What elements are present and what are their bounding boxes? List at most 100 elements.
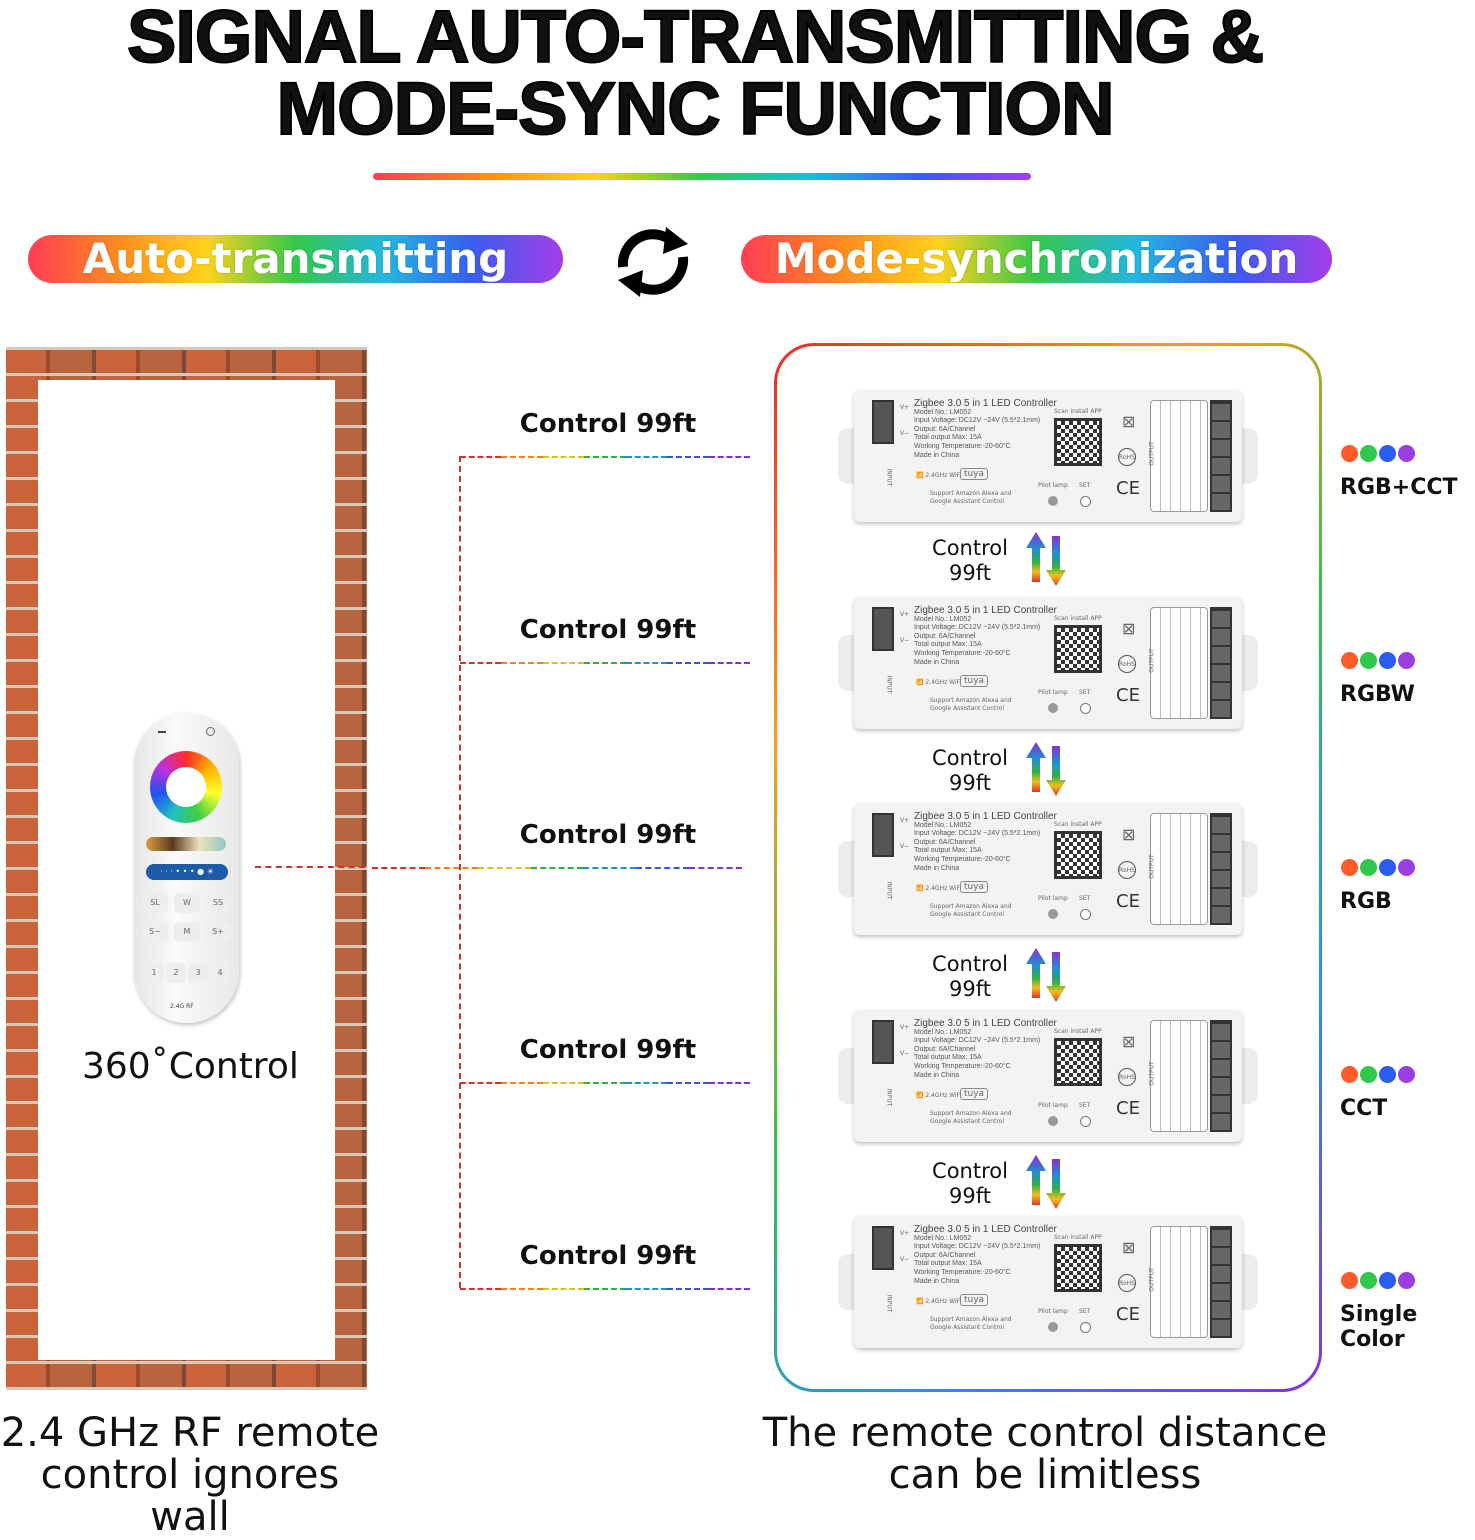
led-controller: V+ V− INPUT Zigbee 3.0 5 in 1 LED Contro…: [838, 597, 1258, 729]
pilot-lamp: [1048, 1322, 1058, 1332]
pilot-lamp: [1048, 703, 1058, 713]
up-down-arrows-icon: [1026, 948, 1066, 1002]
set-button: [1080, 1322, 1091, 1333]
remote-button: W: [174, 893, 200, 913]
weee-icon: ⊠: [1122, 1238, 1136, 1257]
signal-line-segment: [667, 662, 709, 664]
range-label: Control 99ft: [519, 820, 697, 850]
signal-line-segment: [542, 1288, 585, 1290]
cct-slider: [146, 837, 226, 851]
signal-line-segment: [584, 1082, 626, 1084]
title-line-2: MODE-SYNC FUNCTION: [275, 67, 1115, 150]
360-control-label: 360˚Control: [82, 1046, 299, 1087]
rf-badge: 2.4G RF: [170, 1003, 194, 1010]
output-table: [1150, 400, 1208, 512]
qr-code: [1054, 418, 1102, 466]
signal-line-segment: [708, 456, 750, 458]
tuya-logo: tuya: [960, 468, 989, 480]
remote-button: SS: [205, 893, 231, 913]
ce-mark: CE: [1116, 685, 1140, 706]
color-dots-icon: [1341, 652, 1421, 670]
rotate-arrows-icon: [608, 222, 698, 302]
output-table: [1150, 1020, 1208, 1132]
mode-sync-pill: Mode-synchronization: [741, 235, 1332, 283]
input-terminal: [872, 607, 894, 651]
signal-line-segment: [636, 867, 690, 869]
input-terminal: [872, 400, 894, 444]
left-caption-line-1: 2.4 GHz RF remote: [0, 1410, 380, 1456]
input-terminal: [872, 1020, 894, 1064]
mode-label: RGB+CCT: [1340, 475, 1458, 500]
up-down-arrows-icon: [1026, 1155, 1066, 1209]
input-terminal: [872, 813, 894, 857]
qr-code: [1054, 1038, 1102, 1086]
signal-line-segment: [708, 662, 750, 664]
rohs-icon: RoHS: [1118, 1274, 1136, 1292]
rohs-icon: RoHS: [1118, 1068, 1136, 1086]
zone-button: 4: [210, 963, 230, 983]
output-table: [1150, 1226, 1208, 1338]
remote-button: M: [174, 922, 200, 942]
remote-button: SL: [142, 893, 168, 913]
color-dots-icon: [1341, 859, 1421, 877]
signal-line-segment: [530, 867, 584, 869]
up-down-arrows-icon: [1026, 532, 1066, 586]
range-label: Control 99ft: [519, 409, 697, 439]
qr-code: [1054, 1244, 1102, 1292]
signal-line-segment: [667, 1082, 709, 1084]
tuya-logo: tuya: [960, 881, 989, 893]
zone-button: 1: [144, 963, 164, 983]
signal-line-segment: [584, 456, 626, 458]
right-caption-line-2: can be limitless: [888, 1452, 1202, 1498]
qr-code: [1054, 625, 1102, 673]
signal-line-segment: [689, 867, 742, 869]
signal-line-segment: [542, 662, 585, 664]
output-table: [1150, 813, 1208, 925]
pilot-lamp: [1048, 496, 1058, 506]
signal-line-segment: [460, 662, 502, 664]
rohs-icon: RoHS: [1118, 655, 1136, 673]
range-label: Control 99ft: [519, 1241, 697, 1271]
output-table: [1150, 607, 1208, 719]
signal-line-segment: [584, 662, 626, 664]
ce-mark: CE: [1116, 1098, 1140, 1119]
right-caption-line-1: The remote control distance: [762, 1410, 1328, 1456]
mode-label: CCT: [1340, 1096, 1388, 1121]
up-down-arrows-icon: [1026, 742, 1066, 796]
auto-transmitting-pill: Auto-transmitting: [28, 235, 563, 283]
signal-line-segment: [501, 1288, 543, 1290]
signal-line-segment: [625, 1288, 668, 1290]
wifi-icon: 📶 2.4GHz WiFi: [916, 679, 962, 686]
signal-line-segment: [625, 662, 668, 664]
signal-line-segment: [424, 867, 478, 869]
signal-line-segment: [625, 456, 668, 458]
signal-line-segment: [501, 662, 543, 664]
signal-line-segment: [542, 1082, 585, 1084]
wifi-icon: 📶 2.4GHz WiFi: [916, 472, 962, 479]
title-underline: [373, 173, 1031, 180]
led-controller: V+ V− INPUT Zigbee 3.0 5 in 1 LED Contro…: [838, 1216, 1258, 1348]
remote-signal-line: [255, 866, 365, 868]
minus-mark: [158, 731, 166, 733]
signal-line-segment: [708, 1082, 750, 1084]
signal-line-segment: [625, 1082, 668, 1084]
mode-label: RGB: [1340, 889, 1392, 914]
led-controller: V+ V− INPUT Zigbee 3.0 5 in 1 LED Contro…: [838, 803, 1258, 935]
power-icon: [206, 727, 215, 736]
led-controller: V+ V− INPUT Zigbee 3.0 5 in 1 LED Contro…: [838, 390, 1258, 522]
signal-line-segment: [460, 1288, 502, 1290]
mode-label: Single Color: [1340, 1302, 1418, 1352]
rohs-icon: RoHS: [1118, 861, 1136, 879]
weee-icon: ⊠: [1122, 1032, 1136, 1051]
output-terminal: [1210, 607, 1232, 719]
wifi-icon: 📶 2.4GHz WiFi: [916, 1298, 962, 1305]
range-label: Control 99ft: [519, 615, 697, 645]
wifi-icon: 📶 2.4GHz WiFi: [916, 1092, 962, 1099]
signal-line-segment: [501, 1082, 543, 1084]
weee-icon: ⊠: [1122, 619, 1136, 638]
rf-remote: · · · • • • ● ☀ SL W SS S− M S+ 1 2 3 4 …: [134, 713, 239, 1023]
